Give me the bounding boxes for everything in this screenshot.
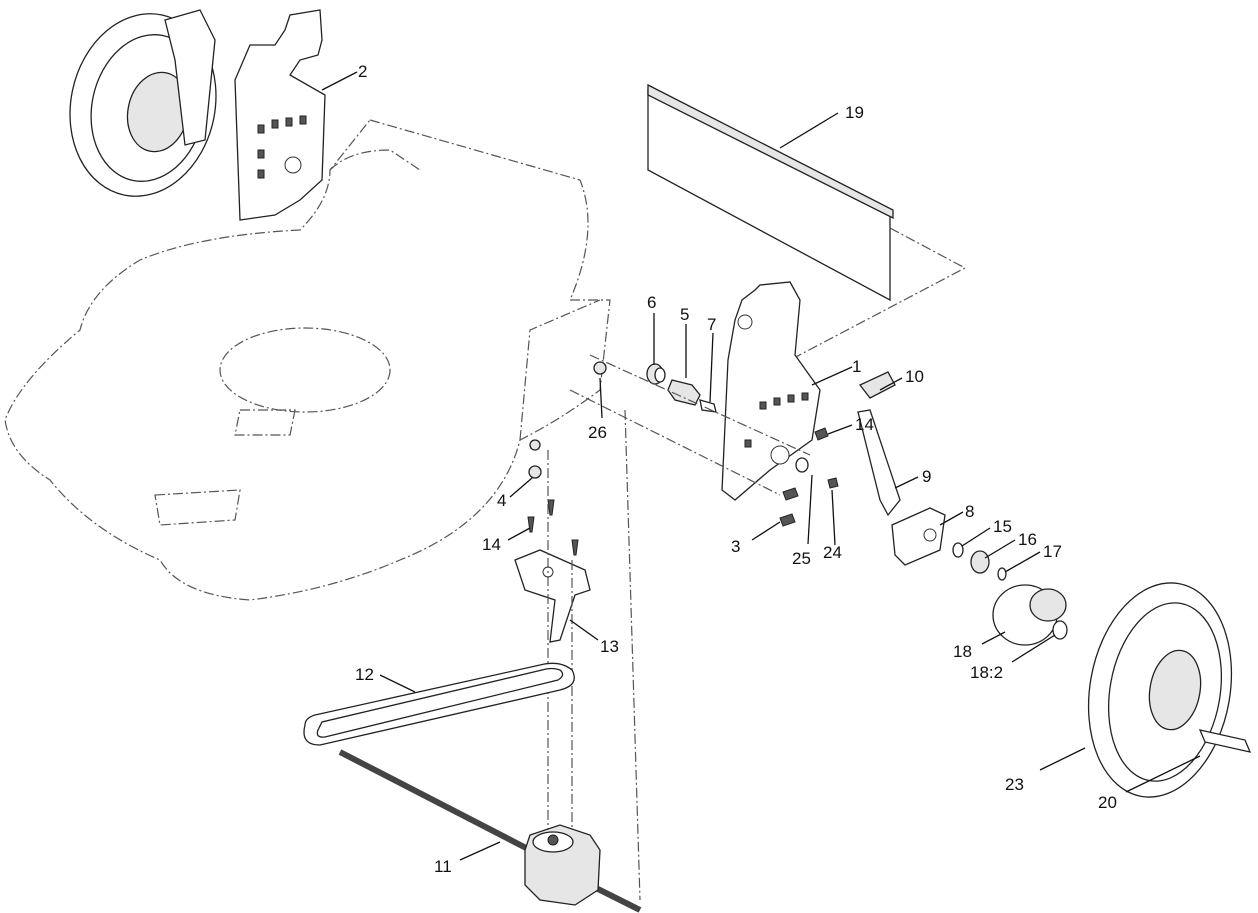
rear-height-plate [234, 9, 326, 221]
callout-26: 26 [588, 423, 607, 442]
leader-lines [321, 71, 1201, 861]
callout-labels: 2 19 6 5 7 1 10 14 26 9 4 8 15 14 3 16 1… [355, 62, 1117, 876]
callout-17: 17 [1043, 542, 1062, 561]
small-hardware [952, 542, 1007, 581]
callout-10: 10 [905, 367, 924, 386]
axle-bushing-parts [569, 354, 811, 496]
hardware-bolts [528, 427, 839, 527]
front-wheel [1087, 582, 1252, 798]
callout-5: 5 [680, 305, 689, 324]
rear-shield [647, 83, 967, 361]
callout-20: 23 [1005, 775, 1024, 794]
bracket-and-screws [514, 409, 641, 901]
callout-23: 19 [845, 103, 864, 122]
drive-belt [303, 662, 575, 746]
callout-18: 18 [953, 642, 972, 661]
callout-25: 25 [792, 549, 811, 568]
callout-1: 1 [852, 357, 861, 376]
callout-4: 4 [497, 491, 506, 510]
adjust-lever-parts [857, 371, 946, 566]
mower-deck-outline [4, 119, 611, 601]
callout-8: 8 [965, 502, 974, 521]
pinion-gear [992, 584, 1068, 646]
callout-11: 11 [434, 857, 452, 876]
callout-18-2: 18:2 [970, 663, 1003, 682]
callout-14-left: 14 [482, 535, 501, 554]
callout-24: 24 [823, 543, 842, 562]
callout-19: 20 [1098, 793, 1117, 812]
callout-3: 3 [731, 537, 740, 556]
right-height-plate [721, 281, 821, 501]
transmission-assembly [338, 749, 642, 913]
callout-9: 9 [922, 467, 931, 486]
callout-14-top: 14 [855, 415, 874, 434]
callout-13: 13 [600, 637, 619, 656]
callout-15: 15 [993, 517, 1012, 536]
callout-7: 7 [707, 315, 716, 334]
callout-6: 6 [647, 293, 656, 312]
callout-2: 2 [358, 62, 367, 81]
callout-12: 12 [355, 665, 374, 684]
rear-wheel [69, 9, 217, 197]
callout-16: 16 [1018, 530, 1037, 549]
